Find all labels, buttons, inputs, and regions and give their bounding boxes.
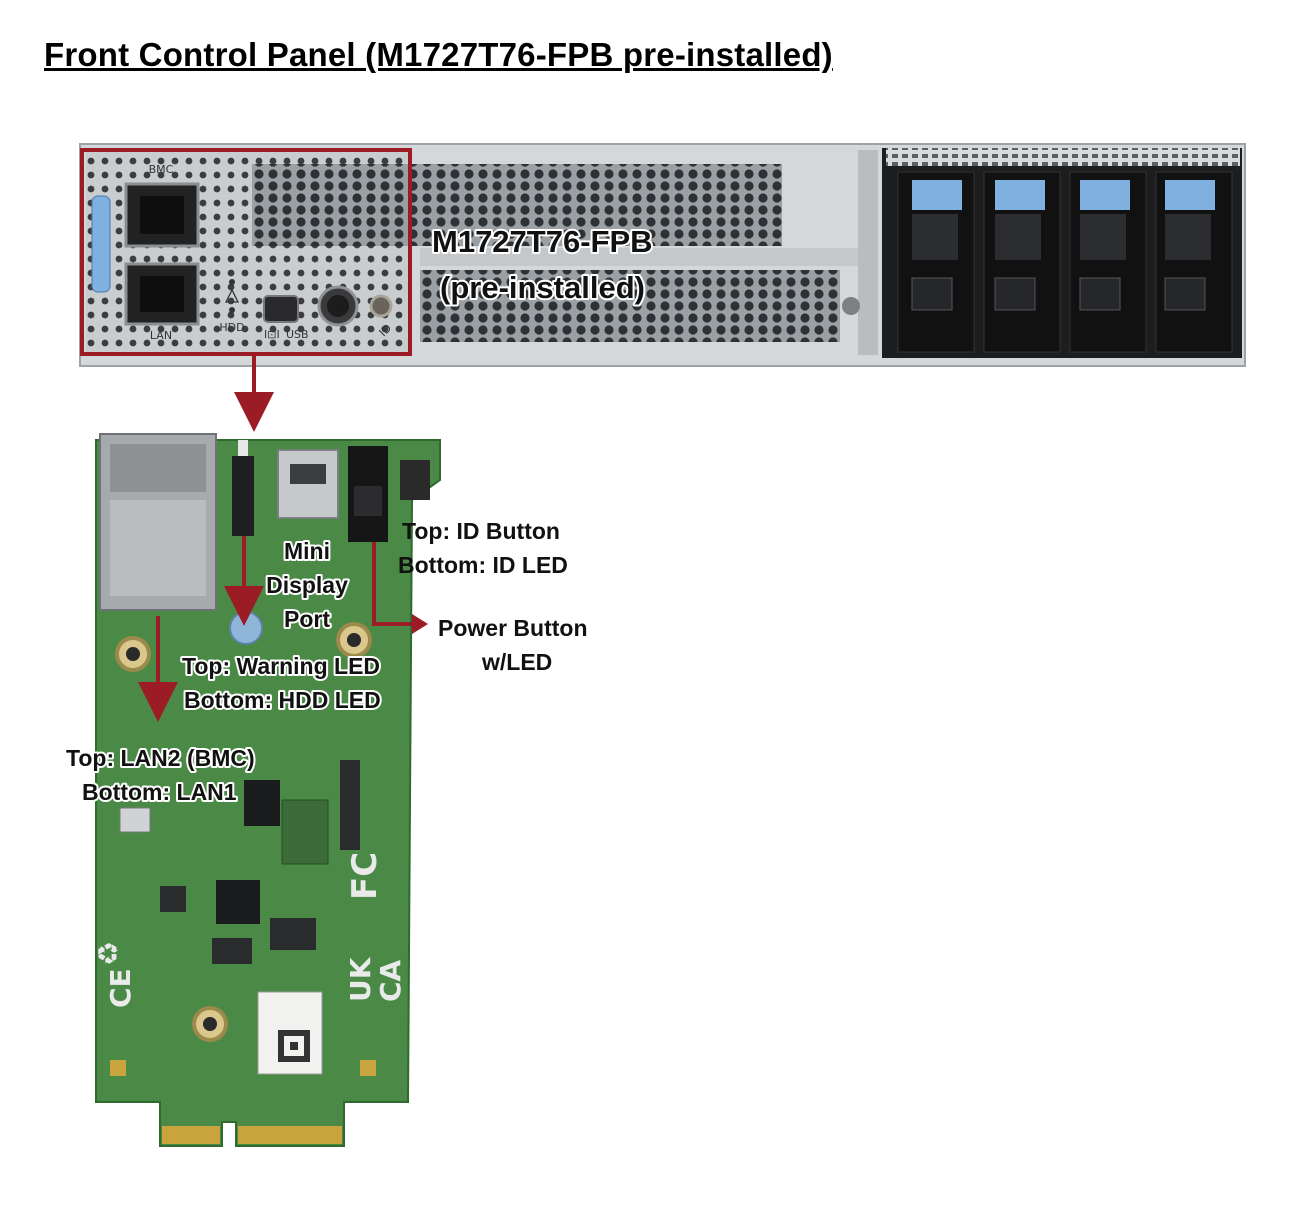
lan1-label: Bottom: LAN1 [82, 779, 237, 805]
mdp-label-2: Display [266, 572, 348, 598]
capacitor [229, 611, 263, 645]
mdp-label-1: Mini [284, 538, 330, 564]
bmc-port[interactable] [124, 182, 200, 248]
ce-mark-icon: CE [104, 968, 137, 1008]
power-button-label: Power Button [438, 615, 588, 641]
fcc-mark-icon: FC [345, 852, 385, 900]
warning-led [229, 307, 235, 313]
vent-grill-top [252, 164, 782, 246]
drive-bay-2[interactable] [983, 171, 1061, 353]
chip [119, 807, 151, 833]
chip [212, 938, 252, 964]
pcb-board: ♻ CE FC UK CA [92, 433, 441, 1147]
warning-icon [224, 288, 240, 303]
vent-grill-bottom [420, 270, 840, 342]
mini-display-port-slot[interactable] [263, 295, 299, 323]
chip [340, 760, 360, 850]
overlay-line-2: (pre-installed) [440, 270, 645, 305]
bmc-label: BMC [149, 163, 174, 176]
drive-bay-1[interactable] [897, 171, 975, 353]
chip [244, 780, 280, 826]
pad [110, 1060, 126, 1076]
usb-label: USB [286, 328, 309, 341]
highlight-box [80, 148, 412, 356]
drive-bay-4[interactable] [1155, 171, 1233, 353]
usb-icon: I⊡I [264, 328, 280, 341]
led-pair [232, 456, 254, 536]
hdd-led-label: Bottom: HDD LED [184, 687, 381, 713]
chip [160, 886, 186, 912]
overlay-line-1: M1727T76-FPB [432, 224, 653, 259]
hdd-label: HDD [219, 321, 244, 334]
power-arrow [372, 542, 416, 626]
recycle-icon: ♻ [92, 941, 125, 966]
server-chassis: BMC LAN HDD I⊡I USB ID [79, 143, 1246, 367]
id-led-label: Bottom: ID LED [398, 552, 568, 578]
page-title: Front Control Panel (M1727T76-FPB pre-in… [44, 36, 833, 73]
id-button[interactable] [369, 294, 393, 318]
id-button-label: Top: ID Button [402, 518, 560, 544]
pad [360, 1060, 376, 1076]
screw-icon [842, 297, 860, 315]
lan-label: LAN [150, 329, 172, 342]
rack-ear-handle[interactable] [91, 195, 111, 293]
power-led-label: w/LED [481, 649, 552, 675]
chip [216, 880, 260, 924]
drive-bay-3[interactable] [1069, 171, 1147, 353]
chip-outline [281, 799, 329, 865]
ukca-mark-icon: CA [374, 959, 407, 1002]
id-switch [400, 460, 430, 500]
ukca-mark-icon: UK [344, 956, 377, 1002]
warning-led-label: Top: Warning LED [182, 653, 380, 679]
hdd-led [229, 279, 235, 285]
callout-arrows [138, 536, 428, 722]
lan2-label: Top: LAN2 (BMC) [66, 745, 255, 771]
chip [270, 918, 316, 950]
mdp-label-3: Port [284, 606, 330, 632]
